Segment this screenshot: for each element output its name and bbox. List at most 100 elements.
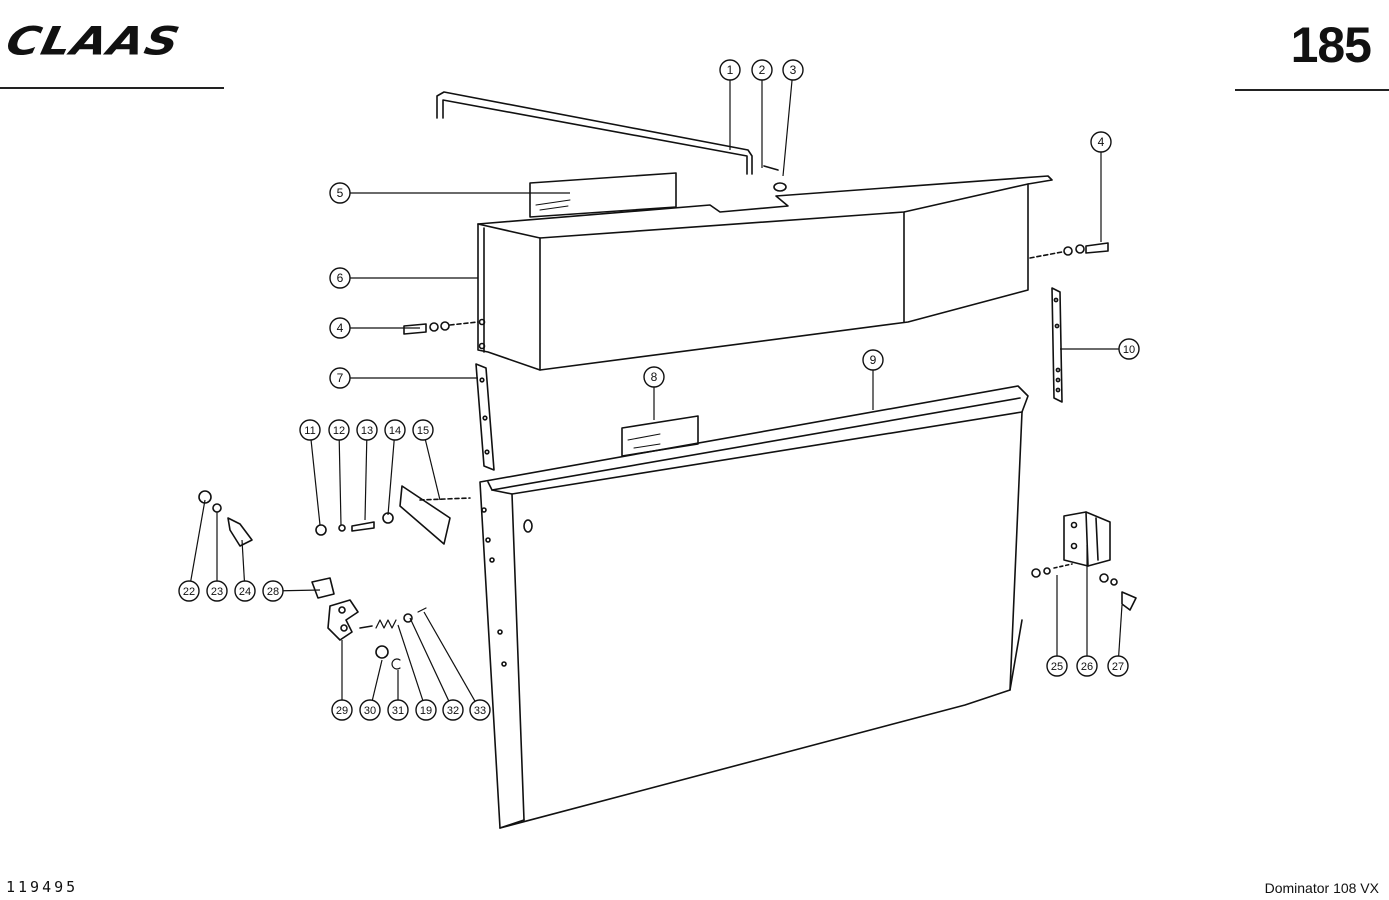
callout-c23: 23 [206,512,228,602]
callout-leader-line [397,624,424,701]
callout-number: 8 [651,370,658,384]
callout-circle [328,419,350,441]
callout-circle [782,59,804,81]
callout-c8: 8 [643,366,665,420]
callout-leader-line [364,439,368,521]
callout-c4b: 4 [329,317,420,339]
machine-model: Dominator 108 VX [1264,880,1379,896]
callout-c6: 6 [329,267,478,289]
callout-number: 28 [267,586,279,598]
callout-circle [1046,655,1068,677]
callout-number: 33 [474,705,486,717]
callout-circle [331,699,353,721]
bolt-hardware-right [1029,242,1109,259]
callout-c10: 10 [1060,338,1140,360]
header-rule-right [1235,89,1389,91]
bolt-28 [311,577,335,599]
hardware-row-11-15 [315,485,471,545]
callout-circle [442,699,464,721]
callout-number: 25 [1051,661,1063,673]
callout-circle [206,580,228,602]
callout-c14: 14 [384,419,406,516]
callout-circle [329,267,351,289]
hinge-assembly [1031,511,1137,611]
callout-number: 1 [727,63,734,77]
callout-leader-line [423,611,476,702]
callout-number: 10 [1123,344,1135,356]
callout-c30: 30 [359,659,383,721]
callout-number: 9 [870,353,877,367]
callout-number: 7 [337,371,344,385]
callout-leader-line [387,439,395,516]
callout-number: 29 [336,705,348,717]
callout-circle [862,349,884,371]
callout-circle [1118,338,1140,360]
callout-c7: 7 [329,367,478,389]
callout-leader-line [1118,604,1123,657]
callout-c24: 24 [234,539,256,602]
callout-circle [719,59,741,81]
callout-circle [262,580,284,602]
callout-c22: 22 [178,499,206,602]
rod-part [436,91,753,175]
callout-circle [356,419,378,441]
callout-number: 32 [447,705,459,717]
callout-leader-line [190,499,206,582]
callout-circle [387,699,409,721]
washer-part [773,182,787,192]
callout-number: 24 [239,586,251,598]
callout-c5: 5 [329,182,570,204]
callout-circle [415,699,437,721]
callout-c32: 32 [409,617,464,721]
upper-cover-part [477,175,1053,371]
callout-c28: 28 [262,580,321,602]
callout-c11: 11 [299,419,321,526]
callout-leader-line [782,79,793,177]
callout-number: 31 [392,705,404,717]
callout-leader-line [409,617,450,702]
callout-number: 4 [1098,135,1105,149]
callout-circle [1076,655,1098,677]
drawing-reference-number: 119495 [6,878,79,896]
callout-circle [1090,131,1112,153]
callout-c26: 26 [1076,545,1098,677]
callout-number: 3 [790,63,797,77]
callout-c25: 25 [1046,575,1068,677]
callout-c12: 12 [328,419,350,526]
callout-circle [329,367,351,389]
callout-c1: 1 [719,59,741,150]
decal-middle [621,415,699,457]
callout-leader-line [338,439,342,526]
callout-c15: 15 [412,419,441,501]
callout-number: 22 [183,586,195,598]
callout-c19: 19 [397,624,437,721]
callout-leader-line [371,659,383,701]
pin-part [763,165,779,171]
callout-circle [751,59,773,81]
hardware-22-24 [198,490,253,547]
callout-circle [329,182,351,204]
right-strip-part [1051,287,1063,403]
decal-top [529,172,677,218]
callout-number: 2 [759,63,766,77]
callout-circle [178,580,200,602]
callout-number: 12 [333,425,345,437]
callout-number: 4 [337,321,344,335]
callout-circle [329,317,351,339]
callout-number: 27 [1112,661,1124,673]
callout-leader-line [241,539,246,582]
callout-c4a: 4 [1090,131,1112,242]
callout-number: 30 [364,705,376,717]
side-door-panel-part [479,385,1029,829]
callout-leader-line [310,439,321,526]
callout-circle [1107,655,1129,677]
callout-c27: 27 [1107,604,1129,677]
callout-circle [469,699,491,721]
callout-number: 13 [361,425,373,437]
callout-c33: 33 [423,611,491,721]
callout-circle [412,419,434,441]
callout-c29: 29 [331,640,353,721]
